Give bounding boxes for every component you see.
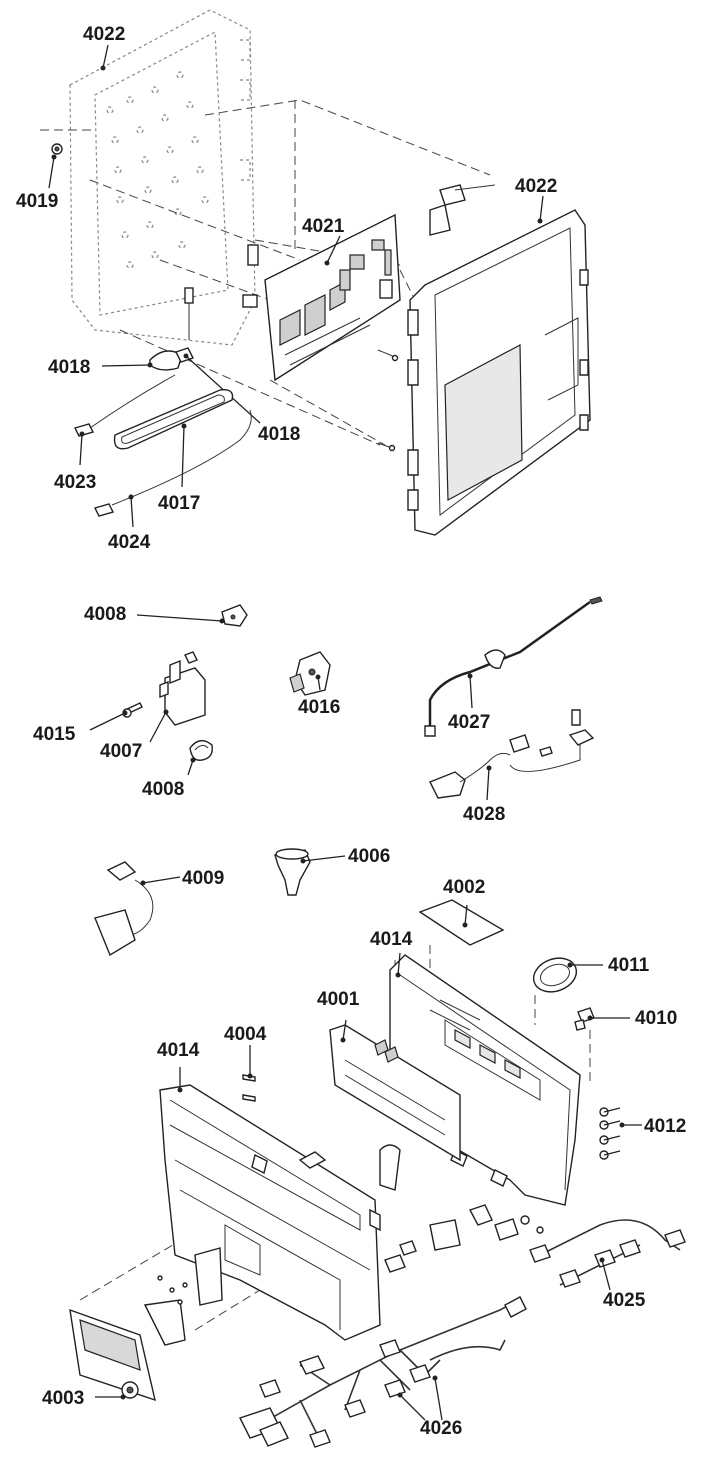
label-4006: 4006 (348, 846, 390, 867)
label-4008-top: 4008 (84, 604, 126, 625)
front-cover-4022 (407, 195, 591, 536)
control-board-4021 (264, 213, 401, 382)
label-4018-left: 4018 (48, 357, 90, 378)
part-4011 (532, 957, 603, 993)
panel-4014-left (159, 1067, 381, 1341)
label-4017: 4017 (158, 493, 200, 514)
part-4007 (149, 651, 206, 743)
cable-4025 (529, 1219, 686, 1291)
panel-4014-right (389, 952, 581, 1206)
screws-board (377, 349, 399, 452)
pins-4004 (242, 1045, 256, 1102)
label-4022-top: 4022 (83, 24, 125, 45)
label-4008-lower: 4008 (142, 779, 184, 800)
label-4018-right: 4018 (258, 424, 300, 445)
label-4019: 4019 (16, 191, 58, 212)
part-4018-pair (101, 347, 261, 424)
clip-4019 (48, 143, 63, 189)
leader-4022a (100, 44, 109, 71)
screw-4015 (89, 702, 143, 731)
label-4026: 4026 (420, 1418, 462, 1439)
label-4015: 4015 (33, 724, 76, 745)
rear-housing-ghost (69, 9, 256, 346)
label-4011: 4011 (608, 955, 650, 976)
part-4006 (274, 848, 346, 896)
label-4024: 4024 (108, 532, 151, 553)
label-4016: 4016 (298, 697, 340, 718)
bracket (143, 1247, 223, 1346)
ribbon-cable (429, 184, 496, 236)
connector-upper (184, 244, 259, 340)
part-4008-top (136, 604, 248, 627)
label-4002: 4002 (443, 877, 485, 898)
part-4009 (94, 861, 181, 957)
part-4002 (418, 899, 505, 946)
part-4010 (574, 1007, 630, 1031)
cable-4028 (429, 709, 595, 801)
gasket-4017 (113, 389, 234, 488)
cable-4027 (424, 596, 603, 737)
label-4014-right: 4014 (370, 929, 413, 950)
label-4009: 4009 (182, 868, 224, 889)
label-4028: 4028 (463, 804, 505, 825)
label-4014-left: 4014 (157, 1040, 200, 1061)
label-4010: 4010 (635, 1008, 677, 1029)
label-4023: 4023 (54, 472, 96, 493)
label-4022-right: 4022 (515, 176, 557, 197)
label-4007: 4007 (100, 741, 142, 762)
wire-4024 (93, 409, 252, 528)
screws-4012 (599, 1107, 642, 1160)
label-4004: 4004 (224, 1024, 267, 1045)
label-4027: 4027 (448, 712, 490, 733)
label-4003: 4003 (42, 1388, 84, 1409)
harness-4026 (239, 1296, 527, 1448)
part-4016 (289, 651, 331, 696)
part-4008-lower (187, 740, 213, 776)
small-components (384, 1204, 544, 1273)
board-4001 (329, 1019, 461, 1191)
display-4003 (69, 1308, 156, 1402)
label-4001: 4001 (317, 989, 360, 1010)
label-4012: 4012 (644, 1116, 686, 1137)
wire-4023 (73, 374, 176, 466)
label-4025: 4025 (603, 1290, 646, 1311)
label-4021: 4021 (302, 216, 345, 237)
